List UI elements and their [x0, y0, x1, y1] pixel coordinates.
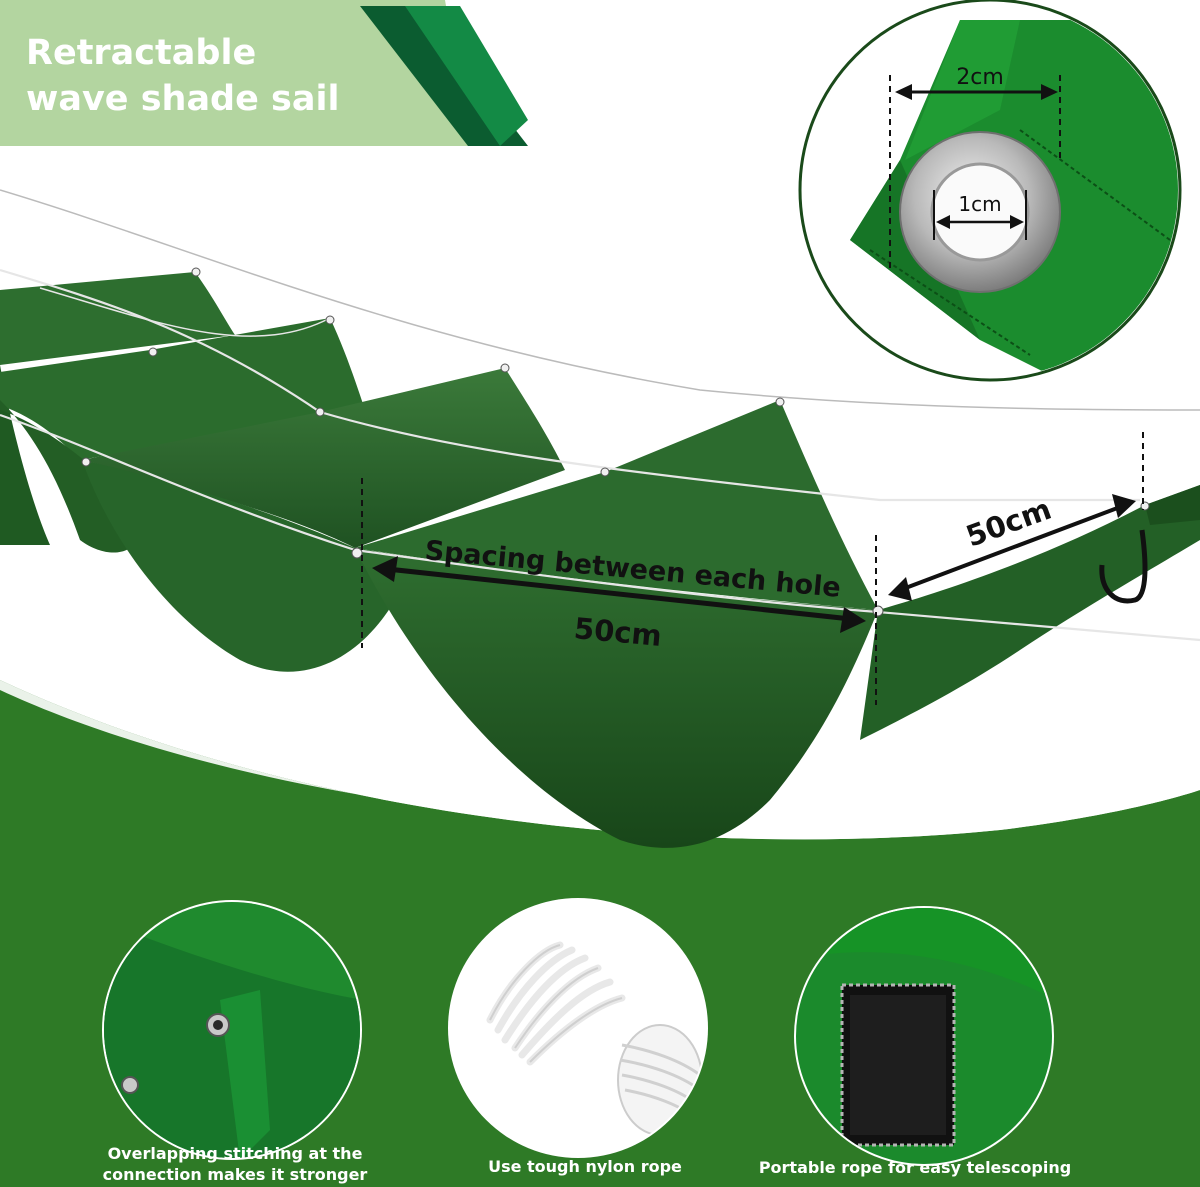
title-banner: [0, 0, 528, 146]
shade-sail: [0, 272, 1200, 848]
outer-size-label: 2cm: [956, 65, 1004, 90]
sail-grommets: [81, 267, 1150, 617]
feature-rope-photo: [448, 898, 708, 1158]
title-line-2: wave shade sail: [26, 79, 340, 119]
page-title: Retractable wave shade sail: [26, 30, 339, 122]
spacing-value: 50cm: [573, 611, 663, 653]
feature-strap-photo: [794, 906, 1054, 1166]
grommet-hole-label: 1cm: [958, 192, 1001, 216]
feature-caption-rope: Use tough nylon rope: [488, 1157, 682, 1176]
feature-stitching-photo: [102, 900, 362, 1160]
feature-caption-stitching: Overlapping stitching at the connection …: [85, 1143, 385, 1185]
caption-line-2: connection makes it stronger: [102, 1165, 368, 1184]
title-line-1: Retractable: [26, 33, 257, 73]
spacing-measurement: [361, 432, 1144, 705]
caption-line-1: Overlapping stitching at the: [107, 1144, 363, 1163]
guide-ropes: [0, 189, 1200, 642]
grommet-detail-inset: [798, 0, 1182, 382]
feature-caption-telescoping: Portable rope for easy telescoping: [758, 1158, 1072, 1177]
